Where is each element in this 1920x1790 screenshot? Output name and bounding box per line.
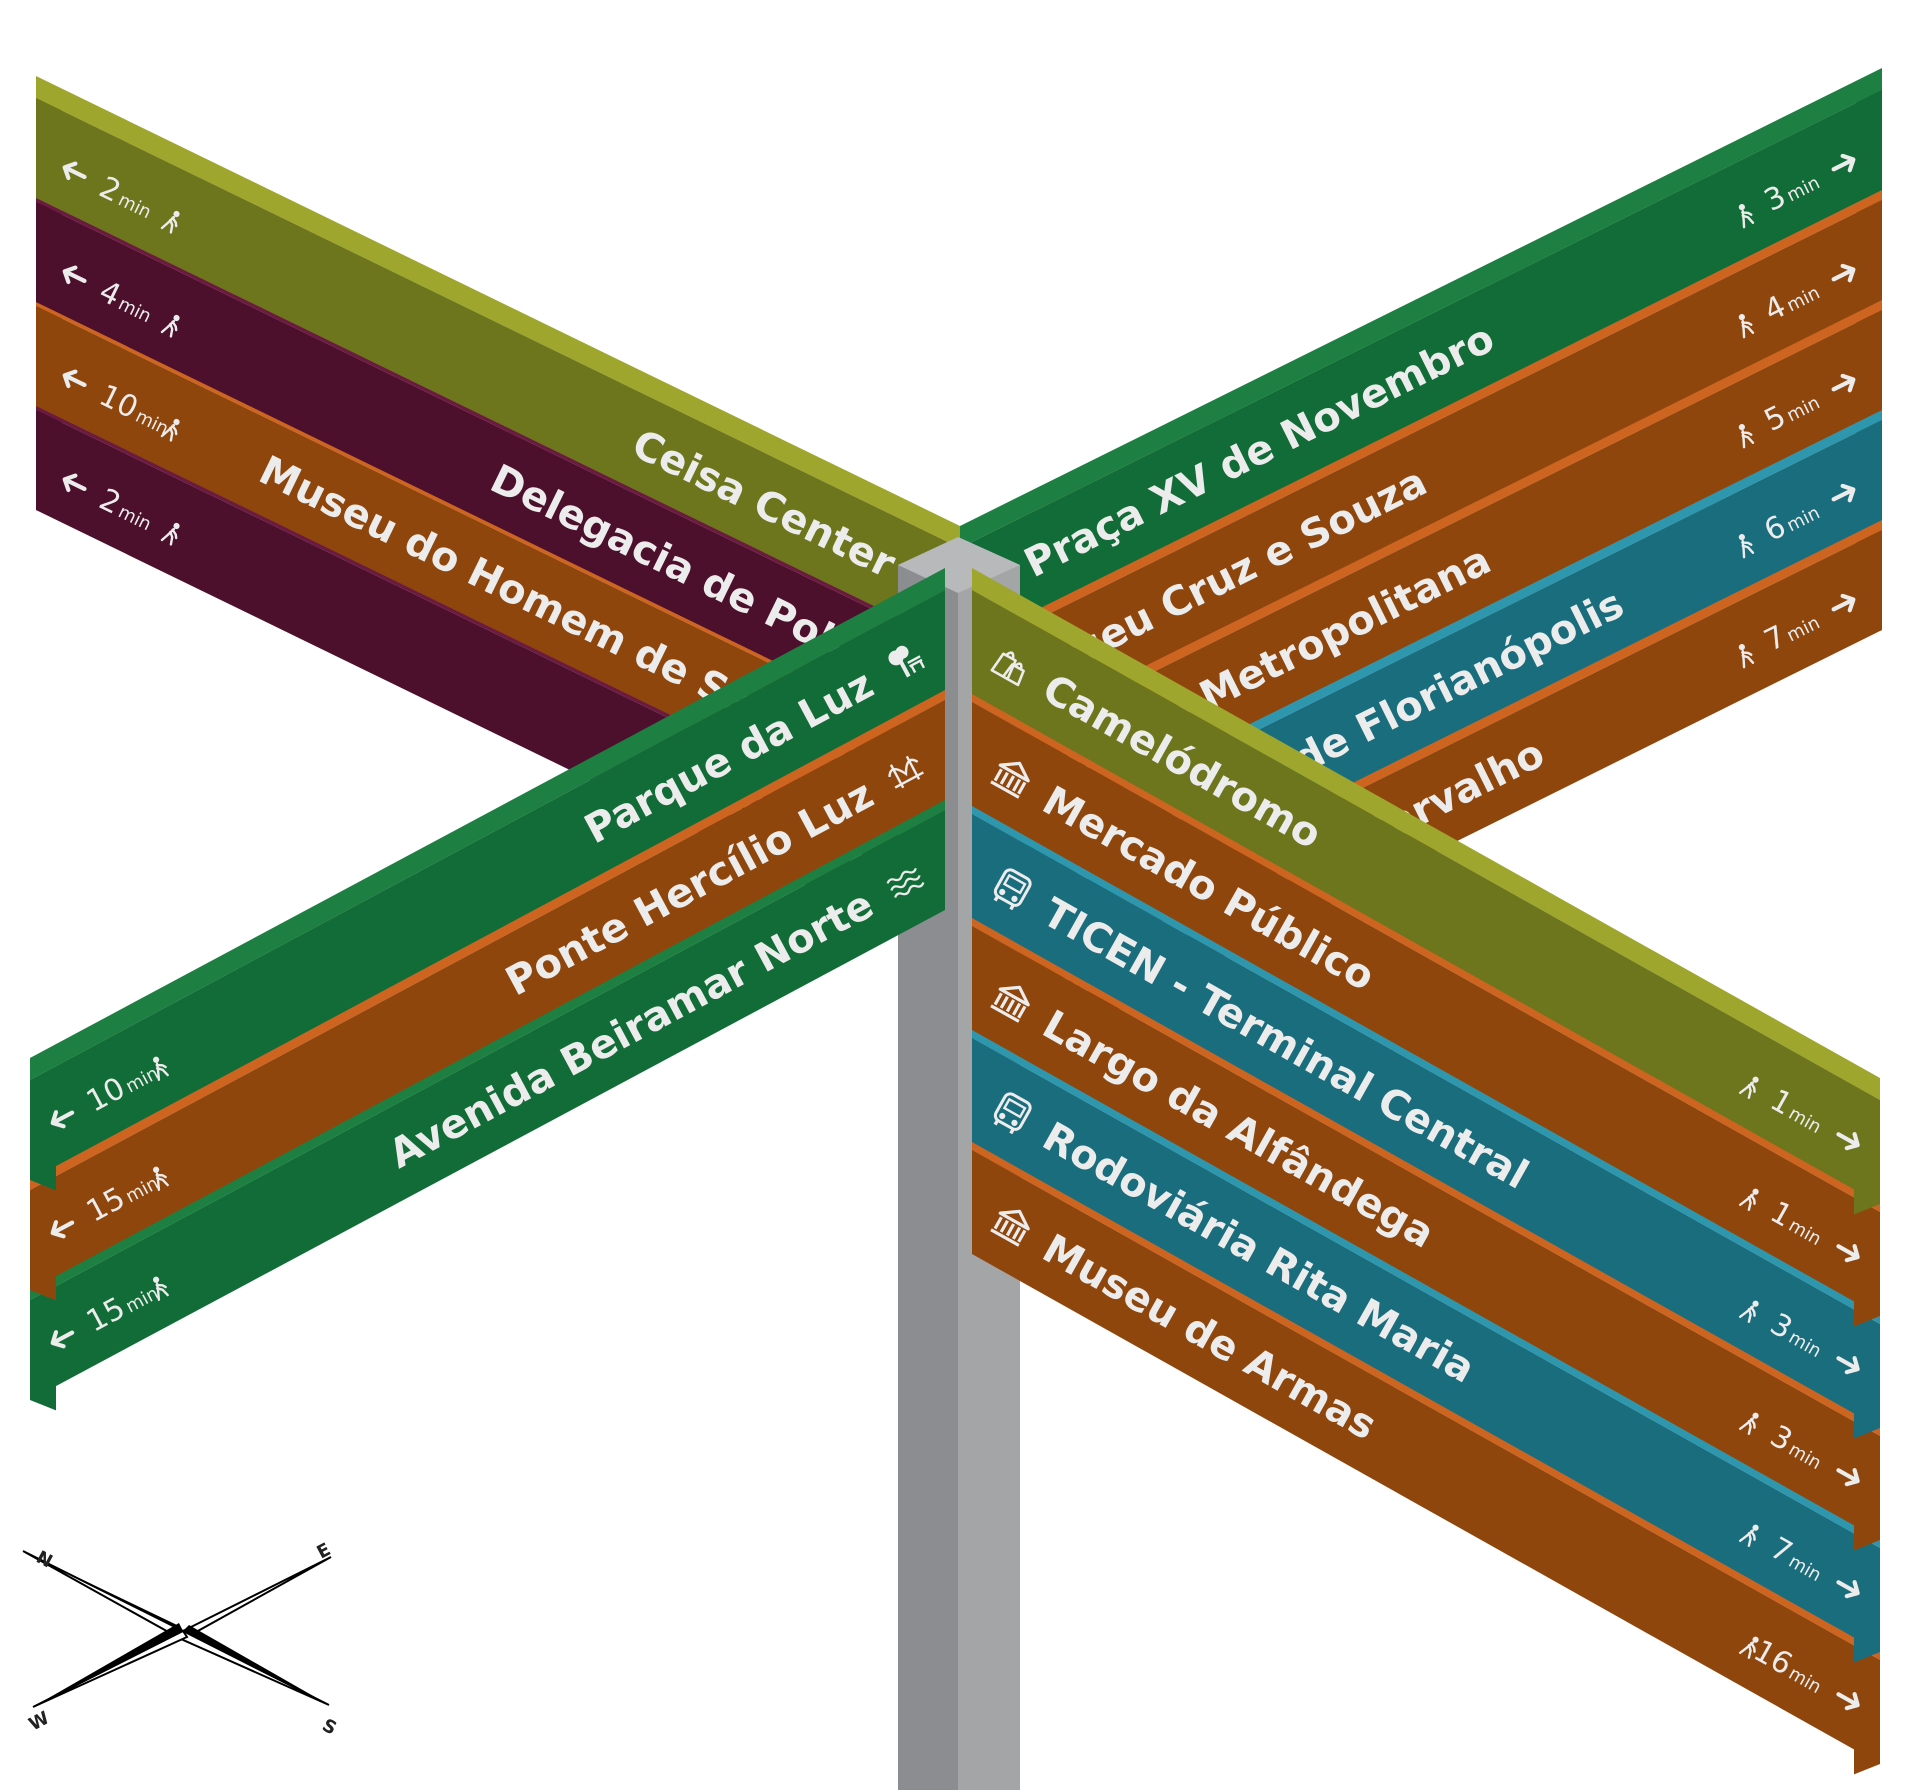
sign-face (972, 1150, 1880, 1764)
sign-face (972, 926, 1880, 1540)
sign-face (30, 700, 945, 1290)
sign-time: 1min (1764, 1195, 1830, 1253)
compass-label-w: W (25, 1707, 53, 1735)
sign-top-face (36, 76, 960, 548)
sign-face (30, 590, 945, 1180)
compass-rose: N E S W (22, 1539, 340, 1740)
compass-needle-west (33, 1623, 183, 1707)
sign-face (972, 814, 1880, 1428)
sign-face (972, 590, 1880, 1204)
sign-face (972, 702, 1880, 1316)
sign-face (30, 810, 945, 1400)
sign-arm-northeast: Teatro Álvaro de Carvalho7minUniversidad… (960, 68, 1882, 1088)
sign-face (960, 90, 1882, 648)
sign-face (36, 202, 960, 752)
compass-needle-south (183, 1625, 329, 1705)
sign-face (960, 200, 1882, 758)
compass-label-e: E (313, 1539, 334, 1563)
sign-face (972, 1038, 1880, 1652)
back-signs-layer: Hospital2minMuseu do Homem de Sambaqui10… (36, 68, 1882, 1088)
sign-top-face (960, 68, 1882, 548)
sign-face (36, 98, 960, 648)
compass-label-s: S (319, 1715, 340, 1740)
sign-top-face (30, 568, 945, 1080)
compass-label-n: N (33, 1547, 56, 1573)
sign-top-face (972, 568, 1880, 1100)
